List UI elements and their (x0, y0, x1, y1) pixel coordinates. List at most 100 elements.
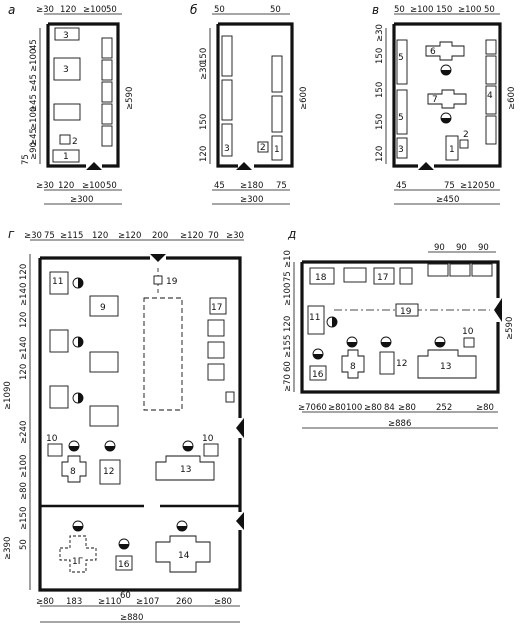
plan-d-label: 11 (309, 313, 320, 323)
plan-d-total: ≥886 (388, 419, 411, 429)
plan-g-bottom-dim: 183 (66, 597, 82, 607)
plan-d-letter: д (287, 227, 296, 241)
plan-g-bottom-dim: ≥107 (136, 597, 159, 607)
plan-a-bottom-dim: 50 (106, 181, 117, 191)
plan-c-top-dim: 150 (436, 5, 452, 15)
plan-d-left-dim: ≥70 (283, 374, 293, 392)
plan-a-right-dim: ≥590 (125, 87, 135, 110)
plan-a-left-dim: ≥100 (29, 49, 39, 72)
plan-c-right-dim: ≥600 (507, 87, 517, 110)
plan-c-label: 7 (432, 95, 438, 105)
plan-g-top-dim: ≥120 (180, 231, 203, 241)
plan-b-letter: б (190, 3, 198, 17)
plan-c-left-dim: 150 (375, 114, 385, 130)
plan-g-left-dim: ≥240 (19, 421, 29, 444)
plan-b-left-dim: ≥30 (199, 62, 209, 80)
plan-c-top-dim: 50 (484, 5, 495, 15)
plan-a-left-dim: ≥45 (29, 94, 39, 112)
plan-g-top-dim: 200 (152, 231, 168, 241)
plan-a-letter: а (8, 3, 15, 17)
plan-d-label: 8 (350, 362, 356, 372)
plan-d-left-dim: 120 (283, 316, 293, 332)
plan-g-left-dim: ≥140 (19, 283, 29, 306)
plan-c-top-dim: ≥100 (458, 5, 481, 15)
plan-c-left-dim: 150 (375, 48, 385, 64)
plan-b-left-dim: 120 (199, 146, 209, 162)
plan-c-letter: в (372, 3, 379, 17)
plan-g-left-dim: ≥150 (19, 507, 29, 530)
plan-c-bottom-dim: ≥120 (460, 181, 483, 191)
plan-a-entrance-arrow (86, 162, 102, 170)
plan-g-total: ≥880 (120, 613, 143, 623)
plan-g-label: 10 (46, 434, 58, 444)
plan-g-label: 16 (118, 560, 130, 570)
plan-a-top-dim: 120 (60, 5, 76, 15)
plan-d-bottom-dim: 60 (316, 403, 327, 413)
plan-g-entrance-top-arrow (150, 254, 166, 262)
plan-d-left-dim: ≥100 (283, 283, 293, 306)
plan-a-bottom-dim: ≥30 (36, 181, 54, 191)
plan-c-label: 3 (398, 145, 404, 155)
plan-d-label: 18 (315, 273, 327, 283)
plan-a-top-dim: 50 (106, 5, 117, 15)
plan-d-bottom-dim: ≥80 (364, 403, 382, 413)
plan-b-bottom-dim: 75 (276, 181, 287, 191)
plan-g-label: 13 (180, 465, 191, 475)
plan-g: г ≥30 75 ≥115 120 ≥120 200 ≥120 70 ≥30 1… (3, 227, 244, 623)
plan-b-label: 2 (260, 143, 266, 153)
plan-a: а ≥30 120 ≥100 50 45 ≥100 ≥45 ≥45 ≥100 ≥… (8, 3, 135, 205)
plan-a-left-dim: ≥45 (29, 74, 39, 92)
plan-d-label: 17 (377, 273, 388, 283)
plan-a-bottom-dim: 120 (58, 181, 74, 191)
plan-d-top-dim: 90 (434, 243, 445, 253)
plan-c-total: ≥450 (436, 195, 459, 205)
plan-a-bottom-dim: ≥100 (82, 181, 105, 191)
plan-g-bottom-dim: ≥110 (98, 597, 121, 607)
plan-d-left-dim: 75 (283, 271, 293, 282)
plan-a-left-dim: ≥100 (29, 107, 39, 130)
plan-d-bottom-dim: ≥80 (476, 403, 494, 413)
plan-b-label: 3 (224, 144, 230, 154)
plan-b-bottom-dim: ≥180 (240, 181, 263, 191)
plan-g-label: 9 (100, 303, 106, 313)
plan-g-top-dim: 120 (92, 231, 108, 241)
plan-a-label: 2 (72, 137, 78, 147)
plan-b-total: ≥300 (240, 195, 263, 205)
plan-g-left-dim: ≥140 (19, 337, 29, 360)
plan-c-bottom-dim: 45 (396, 181, 407, 191)
plan-c-bottom-dim: 75 (444, 181, 455, 191)
plan-d: д 90 90 90 75 ≥10 ≥100 120 ≥155 60 ≥70 1… (283, 227, 515, 429)
plan-b-left-dim: 150 (199, 114, 209, 130)
plan-g-bottom-dim: 60 (120, 591, 131, 601)
plan-d-left-dim: 60 (283, 361, 293, 372)
plan-b-label: 1 (274, 145, 280, 155)
plan-c-left-dim: 120 (375, 146, 385, 162)
plan-g-label: 19 (166, 277, 178, 287)
plan-c-top-dim: 50 (394, 5, 405, 15)
plan-c-label: 5 (398, 113, 404, 123)
plan-d-entrance-arrow (494, 298, 502, 322)
plan-c-left-dim: ≥30 (375, 24, 385, 42)
plan-g-left-dim: ≥390 (3, 537, 13, 560)
plan-d-top-dim: 90 (456, 243, 467, 253)
plan-c-label: 4 (487, 91, 493, 101)
plan-c-left-dim: 150 (375, 82, 385, 98)
plan-c: в 50 ≥100 150 ≥100 50 150 ≥30 150 150 12… (372, 3, 517, 205)
plan-a-total: ≥300 (70, 195, 93, 205)
plan-d-right-dim: ≥590 (505, 317, 515, 340)
plan-a-left-dim: 45 (29, 39, 39, 50)
plan-g-top-dim: ≥30 (226, 231, 244, 241)
plan-g-left-dim: 50 (19, 539, 29, 550)
plan-g-side-entrance-arrow (236, 418, 244, 438)
plan-c-label: 2 (463, 130, 469, 140)
plan-c-label: 1 (449, 145, 455, 155)
plan-d-bottom-dim: 84 (384, 403, 395, 413)
plan-b-bottom-dim: 45 (214, 181, 225, 191)
plan-g-bottom-dim: 260 (176, 597, 192, 607)
plan-a-label: 3 (63, 31, 69, 41)
plan-d-label: 16 (312, 370, 324, 380)
plan-a-left-dim: 75 (21, 154, 31, 165)
plan-g-left-dim: 120 (19, 264, 29, 280)
plan-b-top-dim: 50 (270, 5, 281, 15)
plan-d-label: 12 (396, 359, 407, 369)
